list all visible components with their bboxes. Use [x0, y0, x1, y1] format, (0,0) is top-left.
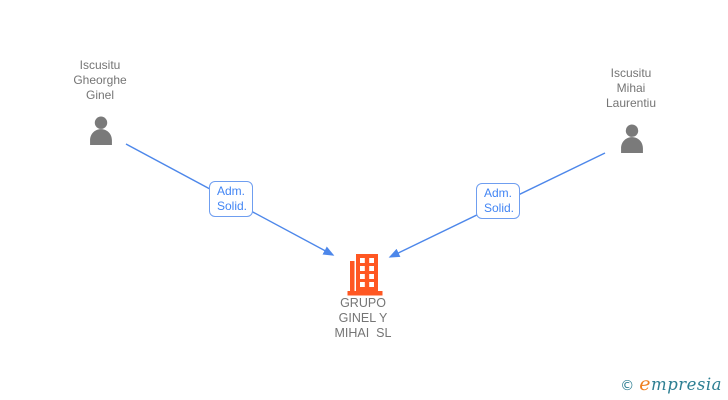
edge-label-line: Adm.	[484, 186, 513, 200]
company-name-line: GRUPO	[340, 296, 386, 310]
copyright-icon: ©	[620, 378, 635, 394]
company-name: GRUPO GINEL Y MIHAI SL	[300, 296, 426, 341]
person-name: Iscusitu Mihai Laurentiu	[571, 66, 691, 111]
edge-label-left: Adm. Solid.	[209, 181, 253, 217]
person-name-line: Iscusitu	[610, 66, 652, 80]
brand-text: empresia	[639, 373, 722, 395]
person-name-line: Gheorghe	[73, 73, 127, 87]
watermark-logo[interactable]: © empresia	[620, 373, 722, 395]
brand-first-letter: e	[639, 373, 652, 395]
company-name-line: MIHAI SL	[334, 326, 392, 340]
edge-label-line: Adm.	[217, 184, 246, 198]
person-name-line: Laurentiu	[605, 96, 657, 110]
person-icon	[90, 116, 112, 145]
person-name-line: Ginel	[85, 88, 114, 102]
building-icon	[347, 254, 383, 296]
person-name-line: Iscusitu	[79, 58, 121, 72]
edge-label-right: Adm. Solid.	[476, 183, 520, 219]
edge-label-line: Solid.	[484, 201, 515, 215]
brand-rest: mpresia	[651, 375, 722, 394]
person-icon	[621, 124, 643, 153]
company-name-line: GINEL Y	[338, 311, 388, 325]
person-name: Iscusitu Gheorghe Ginel	[40, 58, 160, 103]
person-name-line: Mihai	[616, 81, 646, 95]
edge-label-line: Solid.	[217, 199, 248, 213]
